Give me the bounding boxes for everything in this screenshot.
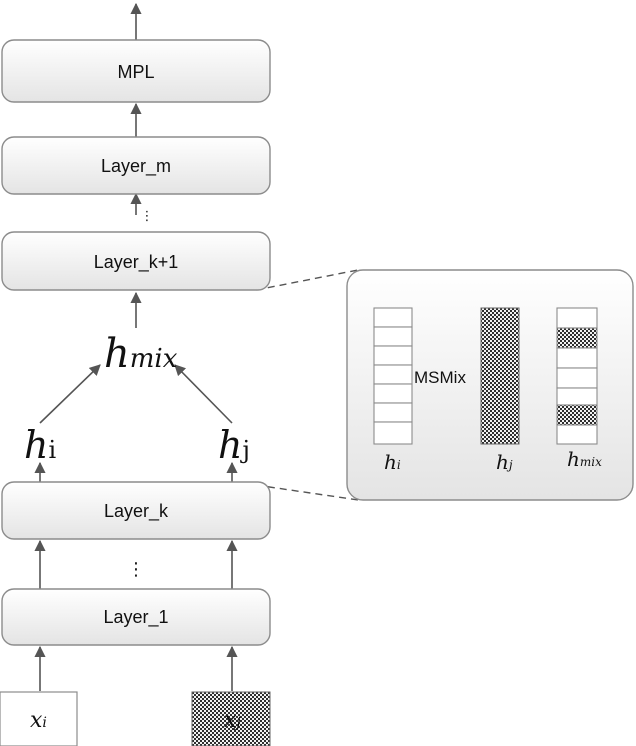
layer-k-label: Layer_k — [104, 501, 169, 522]
x-j-label: xj — [224, 708, 241, 733]
input-x-i: xi — [0, 691, 78, 746]
x-i-label: xi — [30, 708, 47, 733]
msmix-inset: MSMix hi hj hmix — [346, 269, 634, 501]
h-i-label: hi — [24, 423, 56, 467]
inset-h-i-base: h — [384, 450, 397, 474]
layer-m-label: Layer_m — [101, 156, 171, 177]
layer-mpl-label: MPL — [117, 62, 154, 82]
h-mix-base: h — [104, 331, 130, 377]
layer-k: Layer_k — [1, 481, 271, 540]
layer-1: Layer_1 — [1, 588, 271, 646]
h-i-sub: i — [48, 436, 56, 464]
layer-k1-label: Layer_k+1 — [94, 252, 179, 273]
inset-h-j-sub: j — [506, 458, 513, 472]
ellipsis-upper: ⋮ — [141, 209, 154, 224]
inset-h-mix-sub: mix — [580, 455, 602, 469]
x-i-base: x — [30, 708, 43, 733]
layer-k1: Layer_k+1 — [1, 231, 271, 291]
h-i-base: h — [24, 423, 48, 467]
connector-layer-k1-to-inset — [255, 269, 359, 291]
inset-h-mix-base: h — [567, 447, 580, 471]
layer-1-label: Layer_1 — [103, 607, 168, 628]
input-x-j: xj — [191, 691, 271, 746]
arrow-hi-to-hmix — [39, 364, 101, 424]
inset-h-i-label: hi — [384, 450, 401, 474]
inset-h-mix-vector — [556, 307, 598, 445]
layer-mpl: MPL — [1, 39, 271, 103]
inset-h-j-vector — [480, 307, 520, 445]
h-j-base: h — [218, 423, 242, 467]
inset-h-j-label: hj — [496, 450, 513, 474]
arrow-hj-to-hmix — [174, 364, 233, 424]
h-j-sub: j — [239, 436, 249, 464]
layer-m: Layer_m — [1, 136, 271, 195]
inset-connectors — [255, 269, 359, 501]
inset-h-j-base: h — [496, 450, 509, 474]
x-j-base: x — [224, 708, 237, 733]
h-mix-sub: mix — [130, 344, 178, 374]
h-j-label: hj — [218, 423, 250, 467]
ellipsis-lower: ⋮ — [127, 559, 145, 580]
x-j-sub: j — [233, 715, 241, 731]
msmix-operation-label: MSMix — [414, 368, 466, 387]
h-mix-label: hmix — [104, 331, 178, 377]
inset-h-i-vector — [373, 307, 413, 445]
x-i-sub: i — [42, 715, 46, 731]
inset-h-mix-label: hmix — [567, 447, 602, 471]
inset-h-i-sub: i — [397, 458, 401, 472]
connector-layer-k-to-inset — [255, 484, 359, 501]
